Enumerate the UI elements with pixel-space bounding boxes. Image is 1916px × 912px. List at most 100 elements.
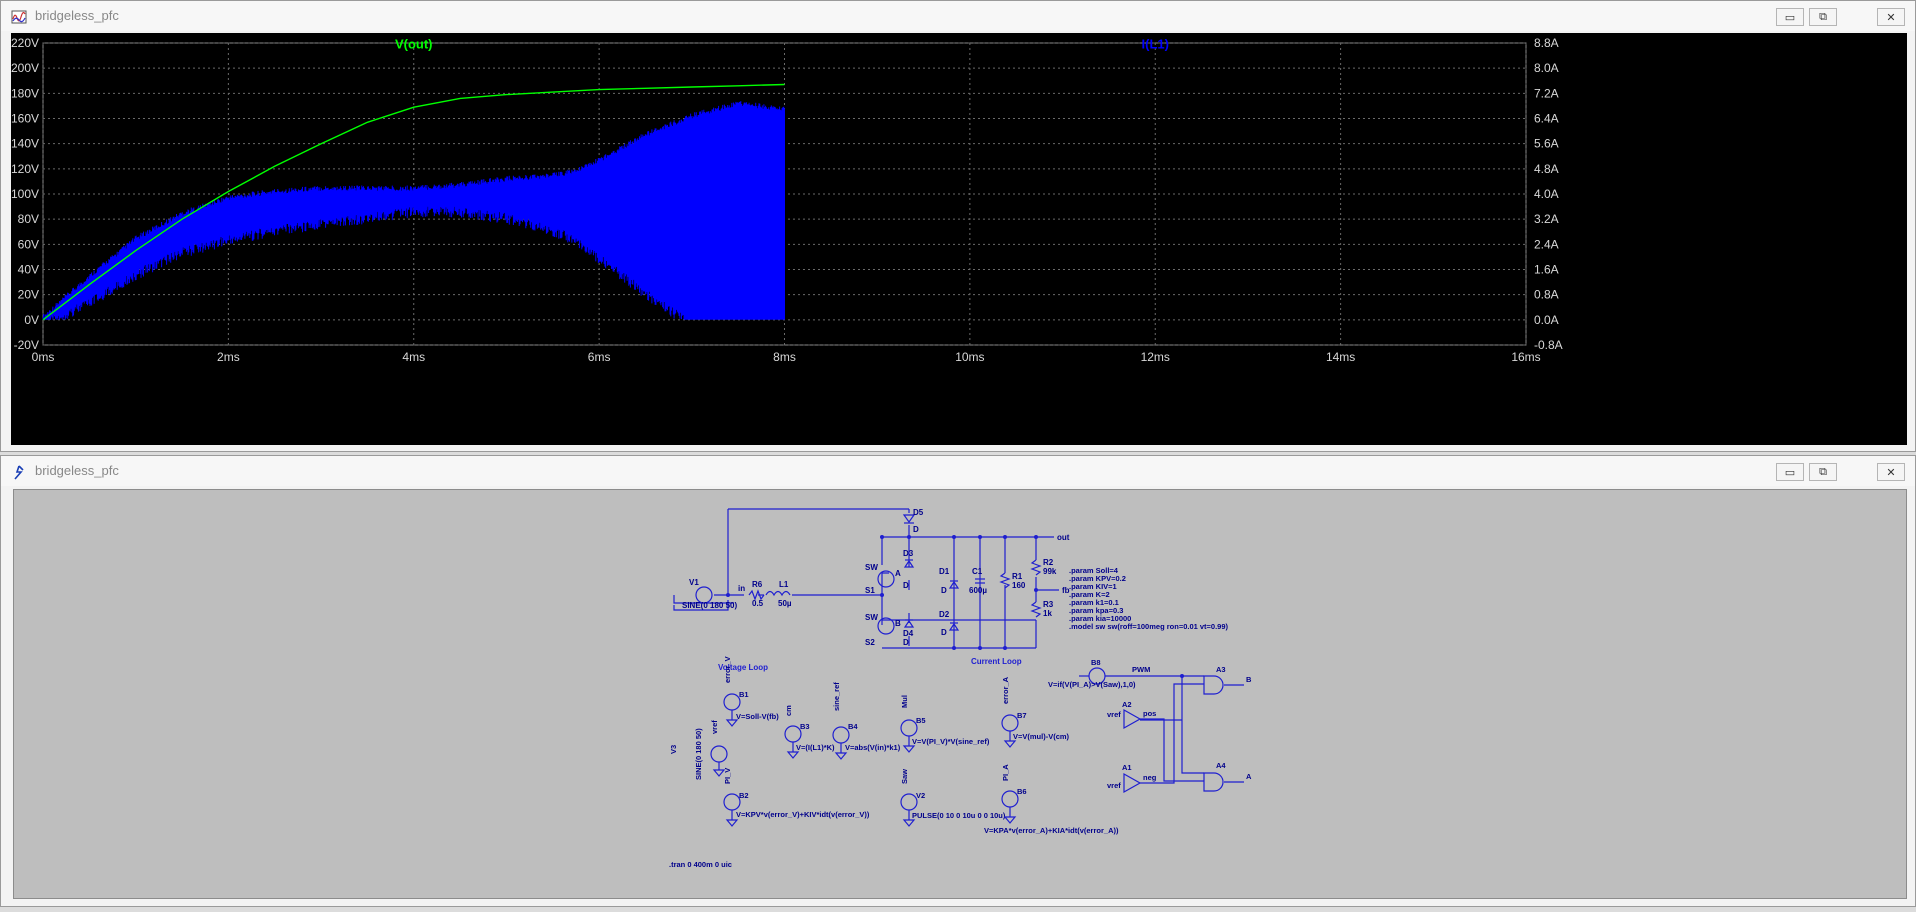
r3-label: R3 — [1043, 600, 1054, 609]
b4-expr: V=abs(V(in)*k1) — [845, 743, 901, 752]
b6-expr: V=KPA*v(error_A)+KIA*idt(v(error_A)) — [984, 826, 1119, 835]
b1-net: error_V — [723, 656, 732, 683]
restore-icon: ⧉ — [1819, 10, 1827, 23]
param-line: .param K=2 — [1069, 590, 1110, 599]
right-tick-label: 0.0A — [1534, 313, 1559, 327]
r6-value: 0.5 — [752, 599, 764, 608]
pos-net: pos — [1143, 709, 1156, 718]
a-node: A — [895, 569, 901, 578]
pwm-net: PWM — [1132, 665, 1150, 674]
l1-label: L1 — [779, 580, 789, 589]
schematic-window: bridgeless_pfc ▭ ⧉ ✕ — [0, 455, 1916, 907]
a2-label: A2 — [1122, 700, 1132, 709]
x-tick-label: 0ms — [32, 350, 55, 364]
restore-icon: ⧉ — [1819, 465, 1827, 478]
r2-value: 99k — [1043, 567, 1057, 576]
schematic-window-title: bridgeless_pfc — [35, 463, 119, 478]
right-tick-label: 5.6A — [1534, 137, 1559, 151]
b2-net: PI_V — [723, 768, 732, 784]
v3-label: V3 — [669, 745, 678, 754]
b6-net: PI_A — [1001, 764, 1010, 781]
d5-label: D5 — [913, 508, 924, 517]
d5-model: D — [913, 525, 919, 534]
left-tick-label: 220V — [11, 36, 39, 50]
b4-label: B4 — [848, 722, 858, 731]
left-tick-label: -20V — [14, 338, 39, 352]
left-tick-label: 200V — [11, 61, 39, 75]
fb-net: fb — [1062, 586, 1070, 595]
left-tick-label: 140V — [11, 137, 39, 151]
c1-label: C1 — [972, 567, 983, 576]
minimize-icon: ▭ — [1784, 465, 1796, 479]
b2-expr: V=KPV*v(error_V)+KIV*idt(v(error_V)) — [736, 810, 870, 819]
left-tick-label: 20V — [18, 288, 39, 302]
vref-net: vref — [1107, 781, 1121, 790]
right-tick-label: 8.0A — [1534, 61, 1559, 75]
waveform-window-title: bridgeless_pfc — [35, 8, 119, 23]
r1-value: 160 — [1012, 581, 1026, 590]
x-tick-label: 12ms — [1141, 350, 1170, 364]
b2-label: B2 — [739, 791, 749, 800]
param-line: .param kpa=0.3 — [1069, 606, 1123, 615]
close-button[interactable]: ✕ — [1877, 8, 1905, 26]
b-output: B — [1246, 675, 1252, 684]
v1-value: SINE(0 180 50) — [682, 601, 737, 610]
minimize-icon: ▭ — [1784, 10, 1796, 24]
schematic-app-icon — [14, 465, 24, 480]
right-tick-label: -0.8A — [1534, 338, 1563, 352]
x-tick-label: 14ms — [1326, 350, 1355, 364]
x-tick-label: 4ms — [402, 350, 425, 364]
schematic-drawing[interactable]: V1 SINE(0 180 50) in R6 0.5 L1 50µ D5 D … — [14, 490, 1906, 898]
param-line: .param k1=0.1 — [1069, 598, 1119, 607]
tran-directive: .tran 0 400m 0 uic — [669, 860, 732, 869]
right-tick-label: 6.4A — [1534, 112, 1559, 126]
right-tick-label: 0.8A — [1534, 288, 1559, 302]
minimize-button[interactable]: ▭ — [1776, 463, 1804, 481]
voltage-loop-title: Voltage Loop — [718, 663, 768, 672]
waveform-titlebar[interactable]: bridgeless_pfc ▭ ⧉ ✕ — [1, 1, 1915, 31]
x-tick-label: 16ms — [1511, 350, 1540, 364]
close-icon: ✕ — [1886, 465, 1896, 479]
r6-label: R6 — [752, 580, 763, 589]
schematic-titlebar[interactable]: bridgeless_pfc ▭ ⧉ ✕ — [1, 456, 1915, 486]
minimize-button[interactable]: ▭ — [1776, 8, 1804, 26]
left-tick-label: 160V — [11, 112, 39, 126]
d4-label: D4 — [903, 629, 914, 638]
close-button[interactable]: ✕ — [1877, 463, 1905, 481]
schematic-canvas[interactable]: V1 SINE(0 180 50) in R6 0.5 L1 50µ D5 D … — [13, 489, 1907, 899]
left-tick-label: 60V — [18, 237, 39, 251]
d3-label: D3 — [903, 549, 914, 558]
right-tick-label: 4.0A — [1534, 187, 1559, 201]
d2-label: D2 — [939, 610, 950, 619]
waveform-app-icon — [11, 10, 27, 24]
neg-net: neg — [1143, 773, 1157, 782]
d3-model: D — [903, 581, 909, 590]
vout-trace — [42, 83, 785, 321]
param-line: .param KIV=1 — [1069, 582, 1117, 591]
s2-model: SW — [865, 613, 878, 622]
b8-label: B8 — [1091, 658, 1101, 667]
d1-model: D — [941, 586, 947, 595]
b6-label: B6 — [1017, 787, 1027, 796]
b3-net: cm — [784, 705, 793, 716]
close-icon: ✕ — [1886, 10, 1896, 24]
b-node: B — [895, 619, 901, 628]
restore-button[interactable]: ⧉ — [1809, 8, 1837, 26]
a4-label: A4 — [1216, 761, 1226, 770]
b5-net: Mul — [900, 695, 909, 708]
restore-button[interactable]: ⧉ — [1809, 463, 1837, 481]
v2-net: Saw — [900, 769, 909, 784]
l1-value: 50µ — [778, 599, 792, 608]
d4-model: D — [903, 638, 909, 647]
b8-expr: V=if(V(PI_A)>V(Saw),1,0) — [1048, 680, 1136, 689]
param-line: .param kia=10000 — [1069, 614, 1131, 623]
right-tick-label: 3.2A — [1534, 212, 1559, 226]
v3-net: vref — [710, 720, 719, 734]
a-output: A — [1246, 772, 1252, 781]
left-tick-label: 180V — [11, 86, 39, 100]
out-net: out — [1057, 533, 1070, 542]
b4-net: sine_ref — [832, 682, 841, 711]
spice-directives: .param Soll=4 .param KPV=0.2 .param KIV=… — [669, 566, 1229, 869]
